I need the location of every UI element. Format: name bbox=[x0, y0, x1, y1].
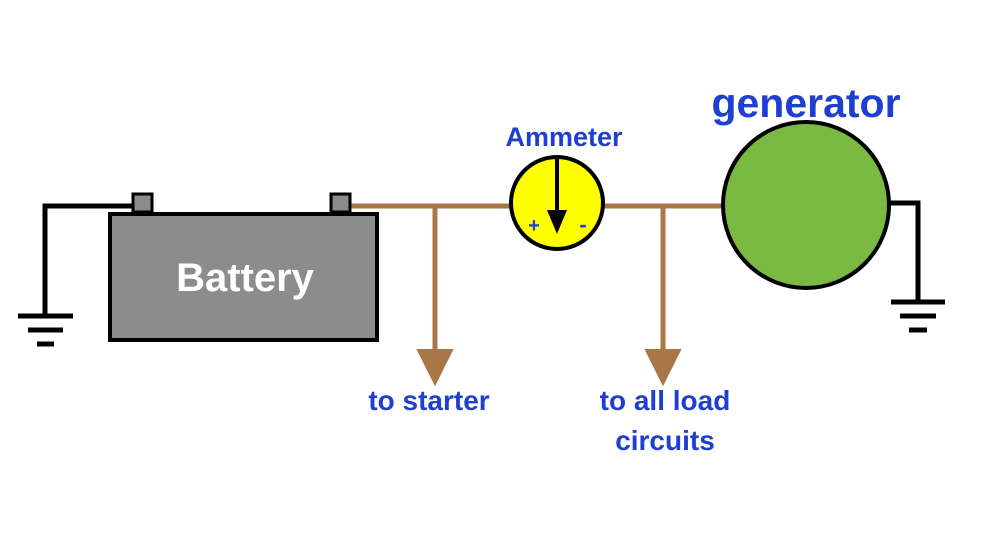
generator-label: generator bbox=[711, 80, 900, 126]
right-ground-icon bbox=[891, 299, 945, 333]
left-ground-wire bbox=[42, 203, 140, 316]
battery-label: Battery bbox=[176, 256, 315, 300]
ammeter-plus-label: + bbox=[528, 215, 540, 237]
to-load-label-line2: circuits bbox=[615, 425, 715, 456]
left-ground-icon bbox=[18, 313, 73, 347]
ammeter-gauge-icon bbox=[509, 155, 605, 251]
right-ground-wire bbox=[888, 200, 921, 302]
ammeter-minus-label: - bbox=[579, 212, 586, 237]
starter-arrow-icon bbox=[416, 349, 454, 387]
generator-icon bbox=[721, 120, 891, 290]
battery-icon bbox=[108, 192, 379, 342]
load-arrow-icon bbox=[644, 349, 682, 387]
ammeter-label: Ammeter bbox=[505, 122, 623, 152]
to-load-label-line1: to all load bbox=[600, 385, 731, 416]
to-starter-label: to starter bbox=[368, 385, 489, 416]
